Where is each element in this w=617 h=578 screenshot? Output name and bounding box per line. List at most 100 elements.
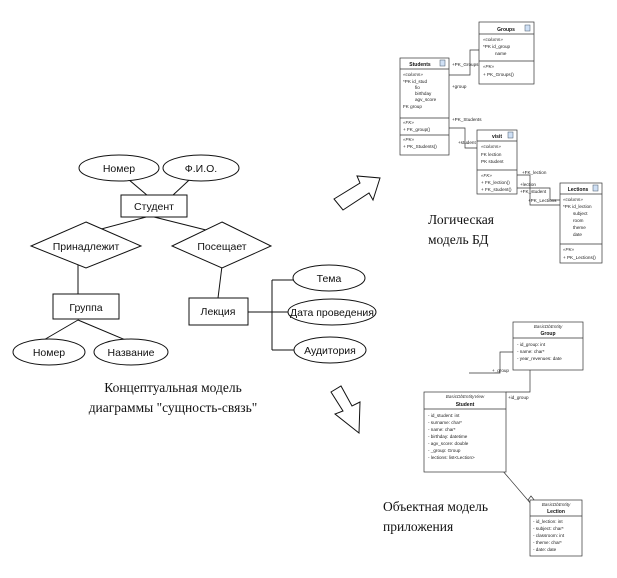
table-groups: [478, 21, 535, 85]
er-label-nomer: Номер: [103, 163, 135, 175]
er-entity-lecture: [188, 297, 249, 326]
er-labels: Номер Ф.И.О. Студент Принадлежит Посещае…: [33, 163, 374, 359]
er-attribute-nomer: [78, 154, 160, 182]
connector-label: +id_group: [508, 395, 529, 400]
group-stereotype: BasicDbEntity: [534, 324, 563, 329]
lections-title: Lections: [568, 187, 589, 193]
er-caption-line: диаграммы "сущность-связь": [88, 400, 258, 415]
student-line: - agv_score: double: [428, 441, 469, 446]
group-line: - name: char*: [517, 349, 545, 354]
er-label-nazvanie: Название: [108, 347, 155, 359]
er-attribute-nazvanie: [93, 338, 169, 366]
lections-line: theme: [573, 225, 586, 230]
class-group: [512, 321, 584, 371]
student-line: - id_student: int: [428, 413, 460, 418]
connector-students-groups: [449, 49, 479, 76]
students-line: agv_score: [415, 97, 437, 102]
groups-section2: «PK»: [483, 64, 495, 69]
lections-section1: «column»: [563, 197, 583, 202]
er-label-data: Дата проведения: [290, 307, 374, 319]
groups-section1: «column»: [483, 37, 503, 42]
er-label-visits: Посещает: [197, 241, 246, 253]
student-stereotype: BasicDbEntityView: [446, 394, 485, 399]
connector-label: +FK_student: [520, 189, 547, 194]
group-title: Group: [541, 331, 556, 337]
table-visit-icon: [507, 131, 514, 139]
logical-caption: Логическая модель БД: [428, 210, 494, 250]
connector-label: +PK_Groups: [452, 62, 479, 67]
er-line: [41, 319, 79, 342]
table-lections-icon: [592, 184, 599, 192]
er-entity-group: [52, 293, 120, 320]
visit-title: visit: [492, 134, 502, 140]
lections-line: + PK_Lections(): [563, 255, 596, 260]
er-entity-student: [120, 194, 188, 218]
er-attribute-fio: [162, 154, 240, 182]
students-line: FK group: [403, 104, 422, 109]
students-line: + PK_Students(): [403, 144, 437, 149]
connector-student-group: [469, 351, 513, 374]
table-lections: [559, 182, 603, 264]
er-relation-belongs: [29, 221, 143, 269]
students-title: Students: [409, 62, 431, 68]
table-students: [399, 57, 450, 156]
student-title: Student: [456, 402, 475, 408]
object-caption-line: Объектная модель: [383, 499, 488, 514]
class-lection: [529, 499, 583, 557]
table-groups-icon: [524, 24, 531, 32]
lections-line: room: [573, 218, 584, 223]
lections-line: date: [573, 232, 582, 237]
er-caption-line: Концептуальная модель: [104, 380, 242, 395]
object-labels: BasicDbEntity Group - id_group: int - na…: [428, 324, 571, 552]
connector-label: +FK_lection: [522, 170, 547, 175]
object-caption: Объектная модель приложения: [383, 497, 488, 537]
students-section2: «FK»: [403, 120, 414, 125]
student-line: - birthday: datetime: [428, 434, 468, 439]
student-line: - name: char*: [428, 427, 456, 432]
students-section1: «column»: [403, 72, 423, 77]
students-line: birthday: [415, 91, 432, 96]
lections-line: subject: [573, 211, 588, 216]
er-label-fio: Ф.И.О.: [185, 163, 217, 175]
visit-line: + FK_student(): [481, 187, 512, 192]
er-attribute-nomer-group: [12, 338, 86, 366]
er-label-group: Группа: [69, 302, 102, 314]
lection-line: - id_lection: int: [533, 519, 563, 524]
lection-line: - classroom: int: [533, 533, 565, 538]
groups-line: *PK id_group: [483, 44, 511, 49]
er-label-tema: Тема: [317, 273, 342, 285]
students-line: + FK_group(): [403, 127, 431, 132]
lections-line: *PK id_lection: [563, 204, 592, 209]
student-line: - lections: list<Lection>: [428, 455, 475, 460]
logical-caption-line: Логическая: [428, 212, 494, 227]
visit-line: PK student: [481, 159, 504, 164]
groups-line: + PK_Groups(): [483, 72, 514, 77]
visit-section2: «FK»: [481, 173, 492, 178]
er-attribute-data: [287, 298, 377, 326]
student-line: - surname: char*: [428, 420, 462, 425]
lections-section2: «PK»: [563, 247, 575, 252]
students-section3: «PK»: [403, 137, 415, 142]
er-relation-visits: [170, 221, 273, 269]
table-students-icon: [439, 59, 446, 67]
students-line: fio: [415, 85, 420, 90]
group-line: - id_group: int: [517, 342, 546, 347]
logical-labels: Groups «column» *PK id_group name «PK» +…: [403, 27, 596, 260]
visit-section1: «column»: [481, 144, 501, 149]
er-attribute-tema: [292, 264, 366, 292]
group-line: - year_revenues: date: [517, 356, 562, 361]
lection-title: Lection: [547, 509, 565, 515]
er-diagram: [12, 154, 377, 366]
visit-line: FK lection: [481, 152, 502, 157]
connector-student-group-2: [506, 370, 531, 393]
lection-line: - date: date: [533, 547, 557, 552]
lection-stereotype: BasicDbEntity: [542, 502, 571, 507]
er-label-auditoria: Аудитория: [304, 345, 356, 357]
connector-label: +PK_Lections: [528, 198, 557, 203]
connector-visit-lections: [517, 187, 560, 201]
connector-visit-lections-2: [517, 174, 560, 206]
er-label-nomer-group: Номер: [33, 347, 65, 359]
visit-line: + FK_lection(): [481, 180, 510, 185]
